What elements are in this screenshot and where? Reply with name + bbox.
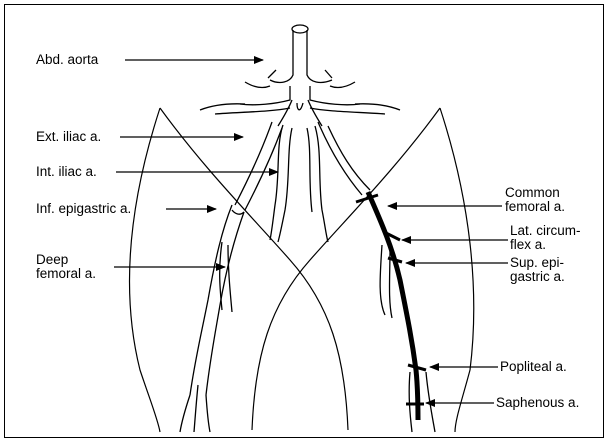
aorta-top-opening (292, 25, 308, 33)
left-femoral-occlusion (356, 192, 435, 432)
label-abd-aorta: Abd. aorta (36, 53, 98, 67)
renal-branch-right (325, 70, 355, 87)
left-leg-outer-outline (440, 108, 474, 432)
right-ext-iliac (235, 122, 282, 210)
aorta-vessels (200, 25, 400, 126)
aorta-wall-left (270, 30, 293, 82)
left-branch-thin (380, 245, 392, 318)
mesenteric-wing-right (310, 104, 400, 114)
label-common-femoral: Common femoral a. (505, 186, 565, 214)
label-saphenous: Saphenous a. (496, 396, 579, 410)
right-leg-outer-outline (130, 108, 160, 432)
mesenteric-wing-left (200, 104, 290, 114)
label-ext-iliac: Ext. iliac a. (36, 130, 101, 144)
right-int-iliac (270, 125, 292, 242)
label-deep-femoral: Deep femoral a. (36, 253, 96, 281)
label-sup-epigastric: Sup. epi- gastric a. (510, 256, 565, 284)
renal-branch-left (245, 70, 276, 87)
leg-outline (130, 108, 474, 432)
right-leg-vessels (180, 122, 292, 432)
label-popliteal: Popliteal a. (500, 360, 567, 374)
label-int-iliac: Int. iliac a. (36, 165, 97, 179)
callout-arrows (114, 60, 508, 403)
aortic-bifurcation (278, 100, 322, 126)
left-leg-vessels (307, 122, 370, 242)
label-inf-epigastric: Inf. epigastric a. (36, 202, 131, 216)
left-ext-iliac (318, 122, 370, 195)
right-distal-branches (180, 385, 210, 432)
right-femoral (190, 205, 244, 395)
aorta-lower (240, 86, 360, 105)
right-inf-epigastric (232, 210, 244, 214)
left-common-femoral-marker (356, 195, 378, 202)
left-distal-branches (409, 372, 435, 432)
left-femoral-dark (368, 192, 418, 420)
label-lat-circumflex: Lat. circum- flex a. (510, 224, 581, 252)
left-hip-outline (252, 108, 440, 430)
left-int-iliac (307, 126, 328, 242)
